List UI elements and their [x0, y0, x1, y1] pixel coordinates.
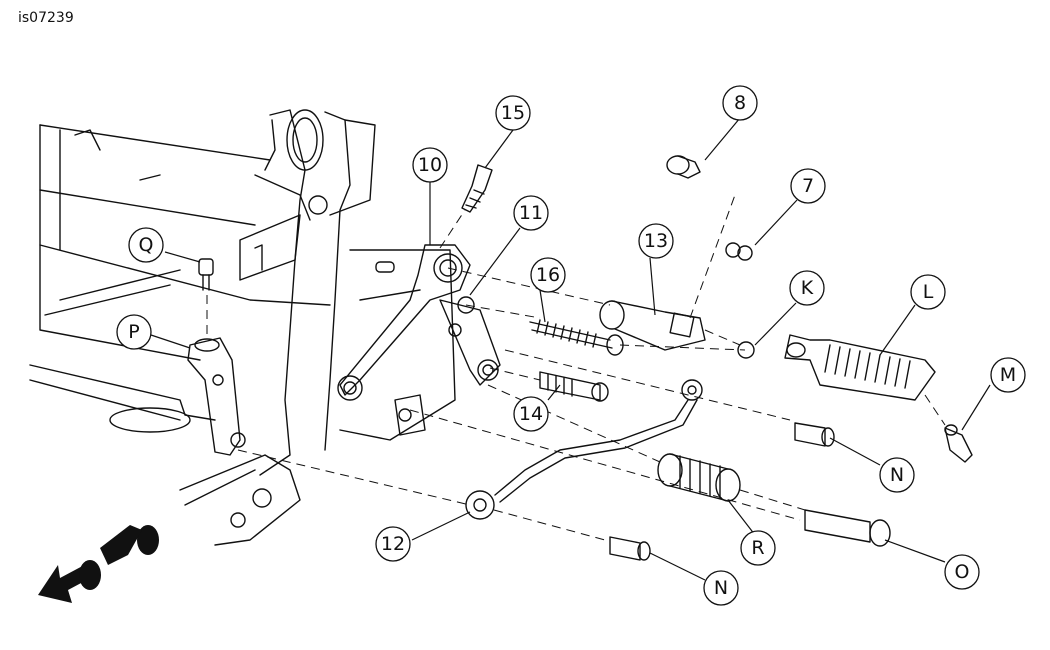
- pin-m: [944, 424, 973, 463]
- footpeg-l: [784, 334, 936, 401]
- shift-rod-12: [465, 379, 703, 520]
- screw-q: [198, 258, 214, 291]
- callout-o: O: [955, 561, 970, 583]
- callout-7: 7: [802, 175, 814, 197]
- screw-15: [461, 164, 493, 213]
- boot-r: [657, 453, 741, 502]
- pin-o: [804, 509, 891, 547]
- transmission-case: [29, 124, 331, 433]
- peg-13: [599, 300, 706, 351]
- figure-id: is07239: [18, 10, 74, 26]
- callout-12: 12: [381, 533, 405, 555]
- callout-11: 11: [519, 202, 543, 224]
- callout-n-upper: N: [890, 464, 904, 486]
- forward-direction-arrow-icon: [38, 525, 159, 603]
- callout-16: 16: [536, 264, 560, 286]
- bracket-p: [187, 337, 246, 456]
- spring-16: [529, 319, 624, 356]
- callout-13: 13: [644, 230, 668, 252]
- callout-14: 14: [519, 403, 543, 425]
- shift-lever: [337, 244, 501, 401]
- callout-n-lower: N: [714, 577, 728, 599]
- callout-8: 8: [734, 92, 746, 114]
- callout-15: 15: [501, 102, 525, 124]
- pin-n-upper: [794, 422, 835, 447]
- callout-m: M: [1000, 364, 1016, 386]
- callout-10: 10: [418, 154, 442, 176]
- clip-k: [737, 341, 755, 359]
- pin-n-lower: [609, 536, 651, 561]
- frame-rail: [179, 109, 456, 546]
- callout-k: K: [801, 277, 814, 299]
- clip-7: [725, 242, 753, 261]
- callout-q: Q: [139, 234, 154, 256]
- callout-l: L: [923, 281, 934, 303]
- pin-14: [539, 371, 609, 402]
- callout-p: P: [128, 321, 139, 343]
- pin-8: [666, 155, 701, 179]
- callout-r: R: [751, 537, 764, 559]
